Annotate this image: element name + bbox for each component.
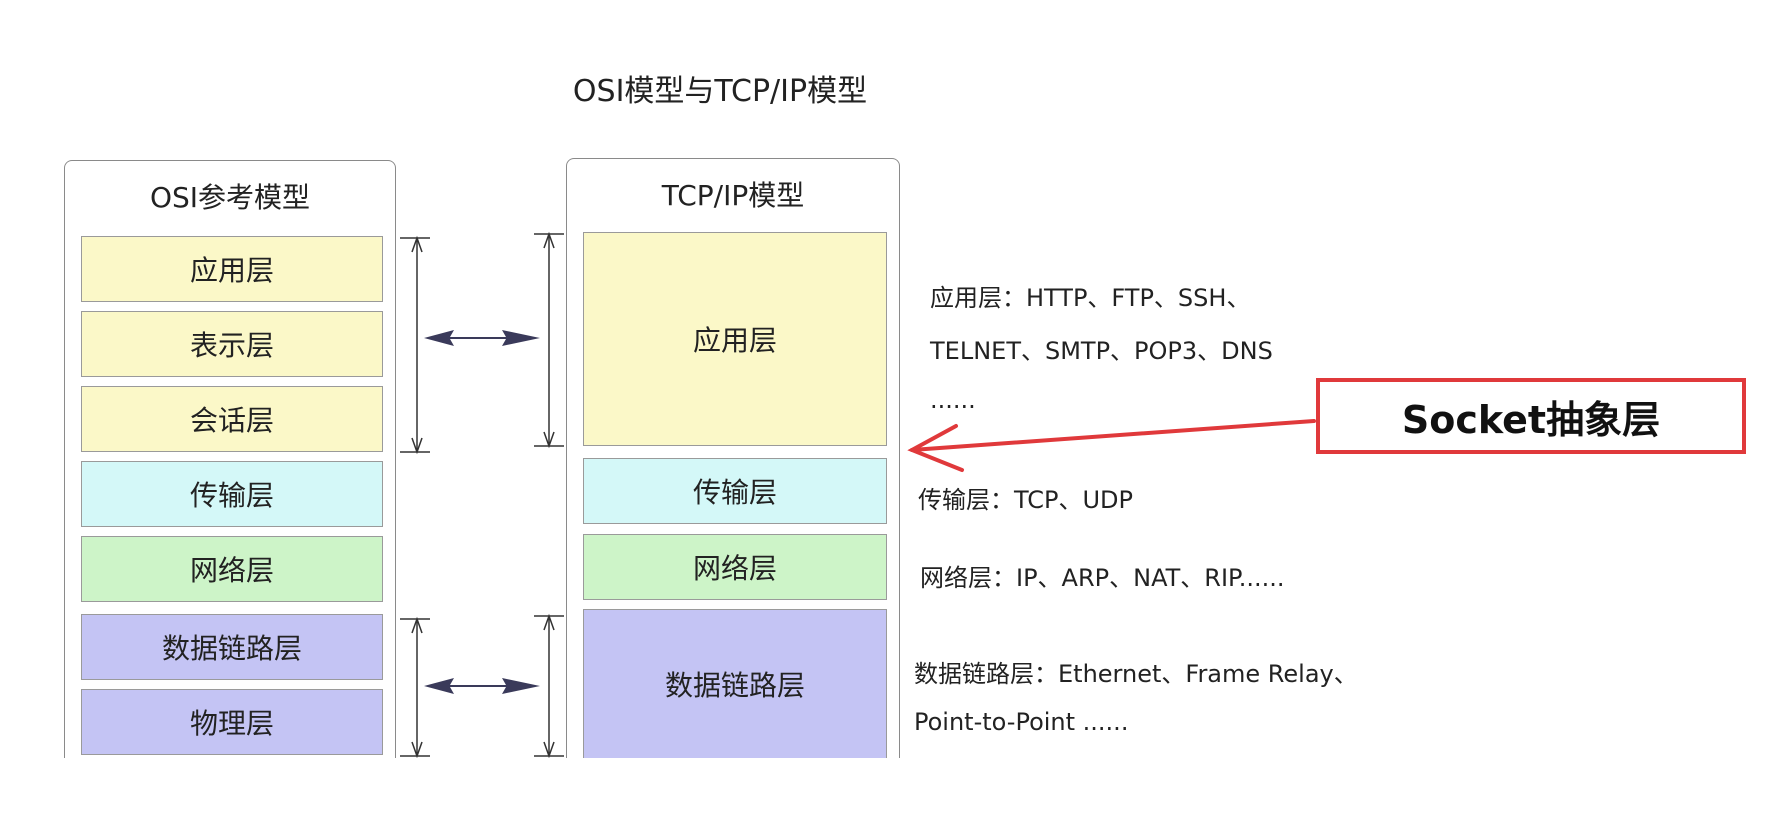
osi-layer-datalink: 数据链路层 <box>81 614 383 680</box>
osi-layer-application: 应用层 <box>81 236 383 302</box>
protocols-datalink-line1: 数据链路层：Ethernet、Frame Relay、 <box>914 660 1358 688</box>
tcpip-layer-application: 应用层 <box>583 232 887 446</box>
upper-mapping-arrow-icon <box>424 330 540 346</box>
tcpip-layer-transport: 传输层 <box>583 458 887 524</box>
socket-abstraction-label: Socket抽象层 <box>1316 378 1746 454</box>
protocols-application-line1: 应用层：HTTP、FTP、SSH、 <box>930 284 1251 312</box>
osi-upper-bracket <box>400 235 430 455</box>
protocols-application-line2: TELNET、SMTP、POP3、DNS <box>930 337 1273 365</box>
osi-layer-session: 会话层 <box>81 386 383 452</box>
osi-layer-transport: 传输层 <box>81 461 383 527</box>
protocols-transport: 传输层：TCP、UDP <box>918 486 1134 514</box>
tcpip-layer-datalink: 数据链路层 <box>583 609 887 759</box>
tcpip-model-header: TCP/IP模型 <box>661 179 805 212</box>
diagram-title: OSI模型与TCP/IP模型 <box>572 74 868 109</box>
osi-lower-bracket <box>400 616 430 759</box>
tcpip-upper-bracket <box>534 231 564 449</box>
osi-layer-presentation: 表示层 <box>81 311 383 377</box>
bottom-margin <box>0 758 1792 838</box>
protocols-network: 网络层：IP、ARP、NAT、RIP...... <box>920 564 1285 592</box>
osi-model-header: OSI参考模型 <box>149 181 311 214</box>
osi-layer-physical: 物理层 <box>81 689 383 755</box>
tcpip-layer-network: 网络层 <box>583 534 887 600</box>
socket-arrow-icon <box>907 419 1316 472</box>
protocols-application-line3: ...... <box>930 386 976 414</box>
osi-layer-network: 网络层 <box>81 536 383 602</box>
tcpip-lower-bracket <box>534 613 564 759</box>
protocols-datalink-line2: Point-to-Point ...... <box>914 708 1129 736</box>
lower-mapping-arrow-icon <box>424 678 540 694</box>
